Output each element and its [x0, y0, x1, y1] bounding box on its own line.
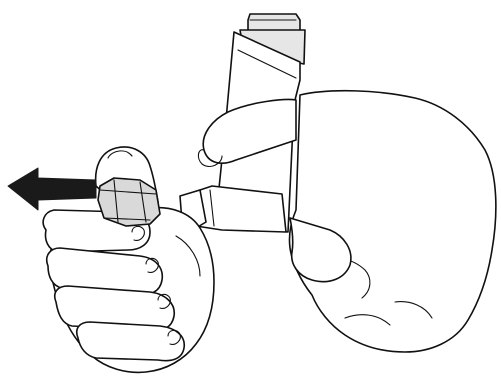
- left-arrow-icon: [8, 168, 96, 210]
- right-hand: [289, 91, 495, 352]
